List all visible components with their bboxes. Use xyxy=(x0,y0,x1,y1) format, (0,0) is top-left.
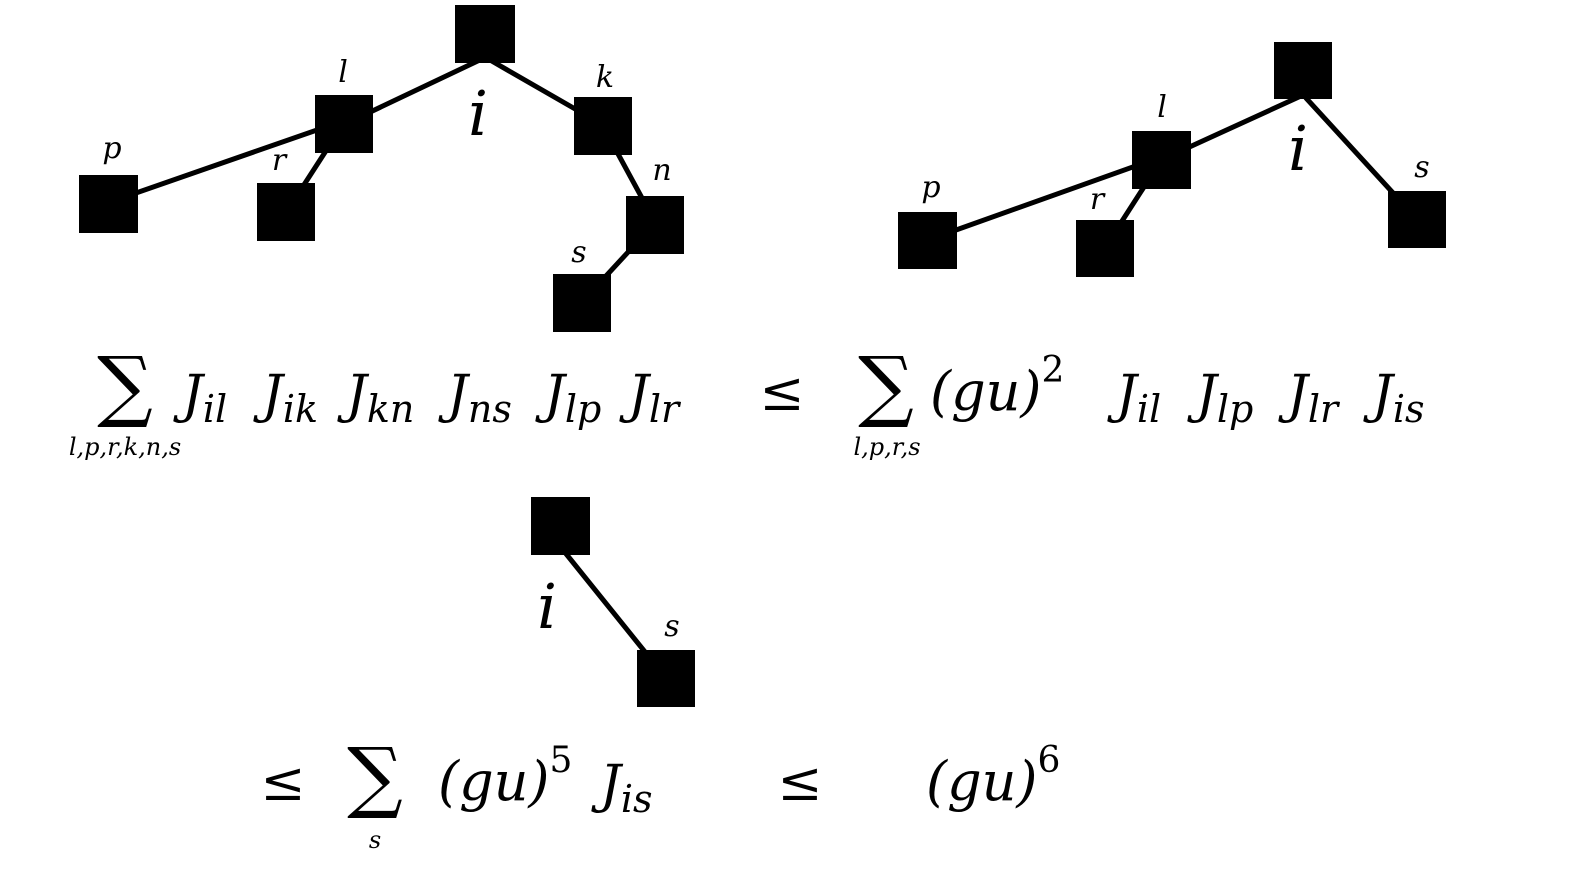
tree-diagram-1: i l k p r n s xyxy=(79,5,684,332)
node-label-p: p xyxy=(921,170,940,205)
factor-J-ns: Jns xyxy=(438,365,512,431)
gu-base: (gu) xyxy=(438,750,549,813)
sum-index: l,p,r,s xyxy=(853,433,920,461)
node-label-r: r xyxy=(272,143,288,178)
node-n xyxy=(626,196,684,254)
gu-base: (gu) xyxy=(930,360,1041,423)
node-i xyxy=(1274,42,1332,99)
formula-3: ≤ ∑ s (gu)5 Jis ≤ (gu)6 xyxy=(260,732,1060,854)
exponent: 5 xyxy=(549,740,572,781)
factor-J-lr: Jlr xyxy=(619,365,682,431)
node-label-i: i xyxy=(537,570,557,643)
J-symbol: J xyxy=(438,365,471,425)
node-label-s: s xyxy=(1414,150,1429,185)
J-subscript: is xyxy=(621,777,653,821)
node-label-n: n xyxy=(652,153,671,188)
node-label-k: k xyxy=(596,60,614,95)
J-subscript: lp xyxy=(1217,387,1253,431)
J-subscript: kn xyxy=(367,387,415,431)
node-i xyxy=(531,497,590,555)
node-label-s: s xyxy=(571,235,586,270)
node-s xyxy=(637,650,695,707)
exponent: 6 xyxy=(1037,740,1060,781)
leq-symbol-2: ≤ xyxy=(777,750,822,813)
edge-l-p xyxy=(107,119,343,205)
node-s xyxy=(1388,191,1446,248)
formula-2: ∑ l,p,r,s (gu)2 Jil Jlp Jlr Jis xyxy=(853,341,1424,461)
gu-power-final: (gu)6 xyxy=(926,740,1060,813)
tree-diagram-2: i l s p r xyxy=(898,42,1446,277)
node-label-p: p xyxy=(102,131,121,166)
gu-base: (gu) xyxy=(926,750,1037,813)
J-symbol: J xyxy=(591,755,624,815)
J-subscript: lr xyxy=(1308,387,1341,431)
node-label-i: i xyxy=(1288,112,1308,185)
node-i xyxy=(455,5,515,63)
tree-diagram-3: i s xyxy=(531,497,695,707)
J-subscript: lr xyxy=(649,387,682,431)
factor-J-lp: Jlp xyxy=(535,365,601,431)
node-r xyxy=(1076,220,1134,277)
edge-l-p xyxy=(925,155,1161,243)
node-label-l: l xyxy=(338,55,348,90)
sum-symbol: ∑ xyxy=(858,341,914,431)
node-label-l: l xyxy=(1157,90,1167,125)
J-symbol: J xyxy=(253,365,286,425)
sum-index: l,p,r,k,n,s xyxy=(69,433,181,461)
node-label-i: i xyxy=(468,77,488,150)
J-symbol: J xyxy=(1187,365,1220,425)
factor-J-il: Jil xyxy=(1107,365,1161,431)
J-subscript: il xyxy=(1137,387,1161,431)
leq-symbol: ≤ xyxy=(759,360,804,423)
factor-J-lr: Jlr xyxy=(1278,365,1341,431)
factor-J-il: Jil xyxy=(173,365,227,431)
node-k xyxy=(574,97,632,155)
J-subscript: is xyxy=(1393,387,1425,431)
node-p xyxy=(79,175,138,233)
leq-symbol: ≤ xyxy=(260,750,305,813)
factor-J-kn: Jkn xyxy=(337,365,414,431)
factor-J-is: Jis xyxy=(1363,365,1425,431)
node-label-s: s xyxy=(664,609,679,644)
J-symbol: J xyxy=(619,365,652,425)
J-symbol: J xyxy=(173,365,206,425)
node-p xyxy=(898,212,957,269)
node-l xyxy=(1132,131,1191,189)
J-subscript: il xyxy=(203,387,227,431)
node-s xyxy=(553,274,611,332)
node-label-r: r xyxy=(1090,182,1106,217)
J-symbol: J xyxy=(337,365,370,425)
gu-power: (gu)2 xyxy=(930,350,1064,423)
node-r xyxy=(257,183,315,241)
J-symbol: J xyxy=(535,365,568,425)
J-subscript: lp xyxy=(565,387,601,431)
exponent: 2 xyxy=(1041,350,1064,391)
factor-J-ik: Jik xyxy=(253,365,318,431)
gu-power: (gu)5 xyxy=(438,740,572,813)
J-symbol: J xyxy=(1363,365,1396,425)
sum-symbol: ∑ xyxy=(347,732,403,822)
factor-J-lp: Jlp xyxy=(1187,365,1253,431)
J-subscript: ns xyxy=(468,387,512,431)
node-l xyxy=(315,95,373,153)
J-subscript: ik xyxy=(283,387,318,431)
J-symbol: J xyxy=(1278,365,1311,425)
sum-index: s xyxy=(369,826,381,854)
formula-1: ∑ l,p,r,k,n,s Jil Jik Jkn Jns Jlp Jlr ≤ xyxy=(69,341,805,461)
factor-J-is: Jis xyxy=(591,755,653,821)
sum-symbol: ∑ xyxy=(97,341,153,431)
J-symbol: J xyxy=(1107,365,1140,425)
